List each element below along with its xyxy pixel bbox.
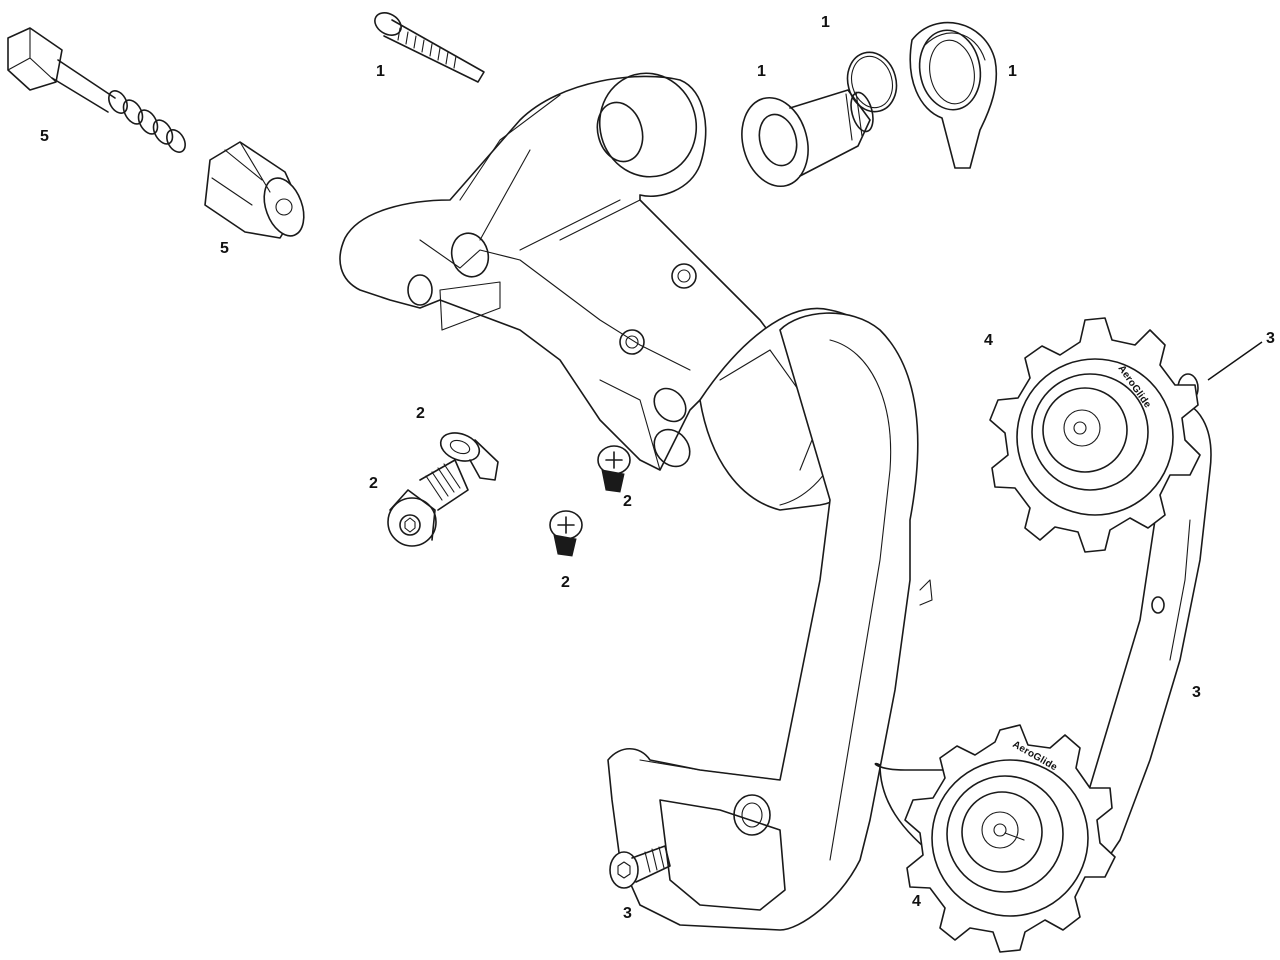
callout-barrel-adjuster-bolt: 5 bbox=[40, 128, 49, 145]
callout-limit-screw-lower: 2 bbox=[561, 574, 570, 591]
callout-limit-screw-washer: 2 bbox=[416, 405, 425, 422]
limit-screw-small-lower bbox=[549, 510, 583, 557]
barrel-adjuster-bolt-with-spring bbox=[7, 27, 186, 153]
limit-screw-small-upper bbox=[597, 445, 631, 493]
callout-snap-ring: 1 bbox=[821, 14, 830, 31]
callout-hanger-tab: 1 bbox=[1008, 63, 1017, 80]
b-tension-screw bbox=[374, 12, 485, 83]
callout-cage-screw: 3 bbox=[623, 905, 632, 922]
callout-lower-pulley: 4 bbox=[912, 893, 921, 910]
callout-barrel-adjuster-knob: 5 bbox=[220, 240, 229, 257]
callout-limit-screw-large: 2 bbox=[369, 475, 378, 492]
cage-screw bbox=[609, 845, 671, 889]
limit-screw-large bbox=[387, 459, 469, 547]
cage-leader-line bbox=[1207, 341, 1263, 381]
lower-jockey-pulley: AeroGlide bbox=[874, 724, 1116, 953]
callout-limit-screw-upper: 2 bbox=[623, 493, 632, 510]
outer-cage-plate bbox=[607, 312, 933, 931]
callout-cage-leader: 3 bbox=[1266, 330, 1275, 347]
b-bolt-bushing bbox=[741, 89, 874, 188]
callout-b-bolt-bushing: 1 bbox=[757, 63, 766, 80]
callout-b-tension-screw: 1 bbox=[376, 63, 385, 80]
callout-upper-pulley: 4 bbox=[984, 332, 993, 349]
limit-screw-washer-tab bbox=[439, 432, 499, 481]
derailleur-body bbox=[339, 72, 791, 471]
upper-jockey-pulley: AeroGlide bbox=[989, 317, 1201, 553]
barrel-adjuster-knob bbox=[204, 141, 305, 239]
b-bolt-hanger-tab bbox=[909, 21, 998, 169]
b-bolt-snap-ring bbox=[846, 51, 898, 113]
callout-inner-cage-plate: 3 bbox=[1192, 684, 1201, 701]
